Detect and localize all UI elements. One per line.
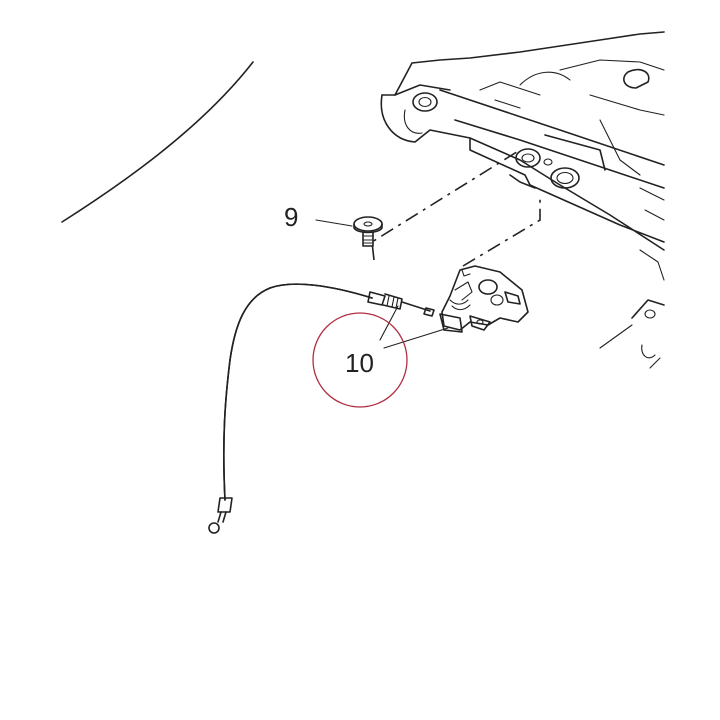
- callout-10-leader-latch: [383, 327, 449, 349]
- leader-latch-to-frame: [462, 196, 541, 267]
- frame-hole-2: [550, 167, 580, 189]
- callout-9-leader: [315, 219, 353, 227]
- leader-bolt-to-frame: [371, 149, 521, 261]
- cable-part-10: [208, 283, 435, 534]
- bolt-part-9: [353, 216, 383, 247]
- frame-hole-1: [515, 148, 541, 168]
- callout-9-label: 9: [284, 202, 298, 232]
- callout-10-highlight-circle: [312, 312, 408, 408]
- callout-10-label: 10: [345, 348, 374, 378]
- frame-structure: [380, 31, 665, 369]
- latch-part-10: [439, 265, 529, 333]
- hood-edge-line: [61, 61, 254, 223]
